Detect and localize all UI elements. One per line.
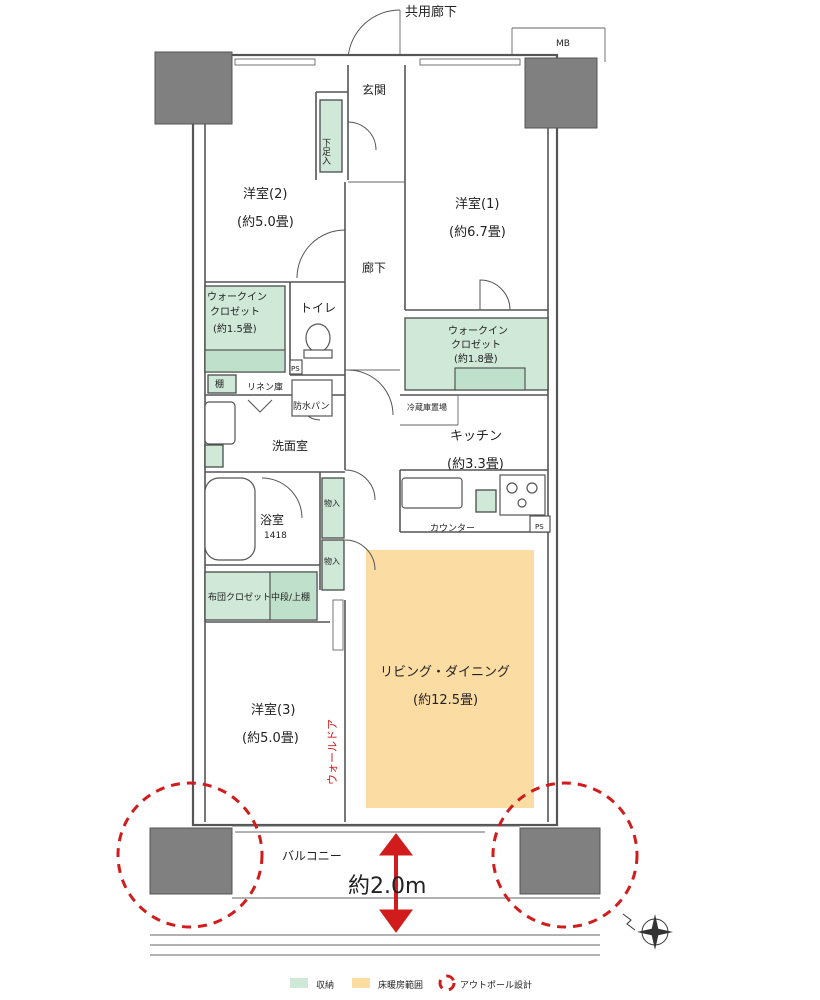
western3-name: 洋室(3) — [251, 702, 295, 718]
western1-name: 洋室(1) — [455, 196, 499, 212]
hallway-label: 廊下 — [362, 260, 386, 275]
kitchen-name: キッチン — [450, 429, 502, 444]
doors — [247, 121, 511, 571]
washroom-label: 洗面室 — [272, 438, 308, 453]
shelf — [207, 374, 237, 394]
shoe-box — [319, 99, 343, 173]
mb-label: MB — [556, 39, 570, 49]
western1-door-swing-icon — [479, 279, 511, 311]
wall-door-label: ウォールドア — [326, 719, 339, 785]
ps-box-left — [289, 359, 303, 375]
legend-floor-heating-label: 床暖房範囲 — [378, 979, 423, 991]
counter-label: カウンター — [430, 523, 475, 534]
legend-outpole-label: アウトポール設計 — [460, 979, 532, 991]
kitchen-size: (約3.3畳) — [447, 457, 504, 472]
linen-door-swing-icon — [247, 399, 273, 413]
western3-size: (約5.0畳) — [242, 731, 299, 746]
window-western1 — [419, 58, 521, 66]
bathroom-label: 浴室 — [260, 512, 284, 527]
waterproof-pan — [291, 379, 333, 417]
pillar-bottom-right — [519, 827, 601, 895]
legend-outpole-swatch — [438, 974, 456, 992]
toilet-label: トイレ — [300, 301, 336, 315]
storage-areas — [204, 99, 549, 621]
balcony-area — [150, 825, 600, 956]
living-name: リビング・ダイニング — [380, 665, 510, 680]
storage1 — [321, 477, 345, 539]
kitchen-sink — [401, 477, 463, 509]
western1-size: (約6.7畳) — [449, 225, 506, 240]
window-western2 — [234, 58, 316, 66]
legend-storage-label: 収納 — [316, 979, 334, 991]
shelf-label: 棚 — [215, 378, 224, 390]
mid-upper-shelf-label: 中段/上棚 — [271, 591, 310, 603]
living-size: (約12.5畳) — [413, 693, 478, 708]
storage1-door-swing-icon — [344, 469, 376, 501]
mid-upper-shelf — [269, 571, 318, 621]
wic-left-size: (約1.5畳) — [213, 322, 257, 335]
western2-size: (約5.0畳) — [237, 215, 294, 230]
corridor-label: 共用廊下 — [405, 4, 457, 20]
storage1-label: 物入 — [324, 498, 340, 508]
burner-icon — [506, 482, 518, 494]
north-compass-icon — [622, 913, 673, 950]
pillar-bottom-left — [149, 827, 233, 895]
entrance-door-swing-icon — [347, 9, 401, 59]
ps-right-label: PS — [535, 523, 544, 531]
western2-door-swing-icon — [296, 229, 346, 279]
bath-door-swing-icon — [261, 477, 303, 519]
floor-heating-area — [366, 550, 534, 808]
outpole-circle-left — [116, 781, 264, 929]
toilet-bowl-icon — [305, 323, 331, 353]
washroom-door-swing-icon — [347, 369, 394, 416]
burner-icon — [517, 498, 527, 508]
futon-closet-label: 布団クロゼット — [208, 591, 271, 603]
bath-size-label: 1418 — [264, 531, 287, 541]
up-down-arrow-icon — [378, 833, 414, 933]
storage2 — [321, 539, 345, 591]
ps-left-label: PS — [291, 365, 300, 373]
wall-door-track — [332, 599, 344, 651]
common-corridor: 共用廊下 MB — [347, 4, 606, 62]
linen-label: リネン庫 — [247, 381, 283, 393]
legend-storage-swatch — [290, 978, 308, 988]
ps-box-right — [529, 515, 551, 533]
stove — [499, 474, 546, 516]
top-windows — [234, 58, 521, 66]
balcony-label: バルコニー — [282, 849, 342, 863]
entrance-label: 玄関 — [362, 82, 386, 97]
storage2-label: 物入 — [324, 556, 340, 566]
kitchen-storage — [475, 489, 497, 513]
shoe-box-label: 下足入 — [320, 138, 331, 165]
waterproof-pan-label: 防水パン — [293, 400, 329, 412]
wic-right-size: (約1.8畳) — [454, 352, 498, 365]
pillars — [149, 51, 601, 895]
legend: 収納 床暖房範囲 アウトポール設計 — [290, 974, 532, 992]
shoebox-door-swing-icon — [347, 121, 377, 151]
legend-floor-heating-swatch — [352, 978, 370, 988]
pillar-top-right — [524, 57, 598, 129]
wash-storage — [204, 444, 224, 468]
wash-basin — [204, 401, 236, 445]
bathtub — [204, 477, 256, 561]
wic-left-line2: クロゼット — [210, 306, 260, 318]
burner-icon — [526, 482, 538, 494]
western2-name: 洋室(2) — [243, 186, 287, 202]
storage2-door-swing-icon — [344, 539, 376, 571]
outpole-circle-right — [491, 781, 639, 929]
fixtures — [204, 323, 551, 651]
fridge-label: 冷蔵庫置場 — [407, 402, 447, 412]
room-labels: 玄関 下足入 廊下 洋室(2) (約5.0畳) 洋室(1) (約6.7畳) ウォ… — [207, 82, 544, 899]
balcony-depth-label: 約2.0m — [348, 874, 426, 899]
interior-walls — [205, 65, 550, 822]
wic-right-line2: クロゼット — [451, 339, 501, 351]
wic-right-line1: ウォークイン — [448, 325, 508, 337]
pillar-top-left — [154, 51, 233, 125]
wic-left-line1: ウォークイン — [207, 291, 267, 303]
